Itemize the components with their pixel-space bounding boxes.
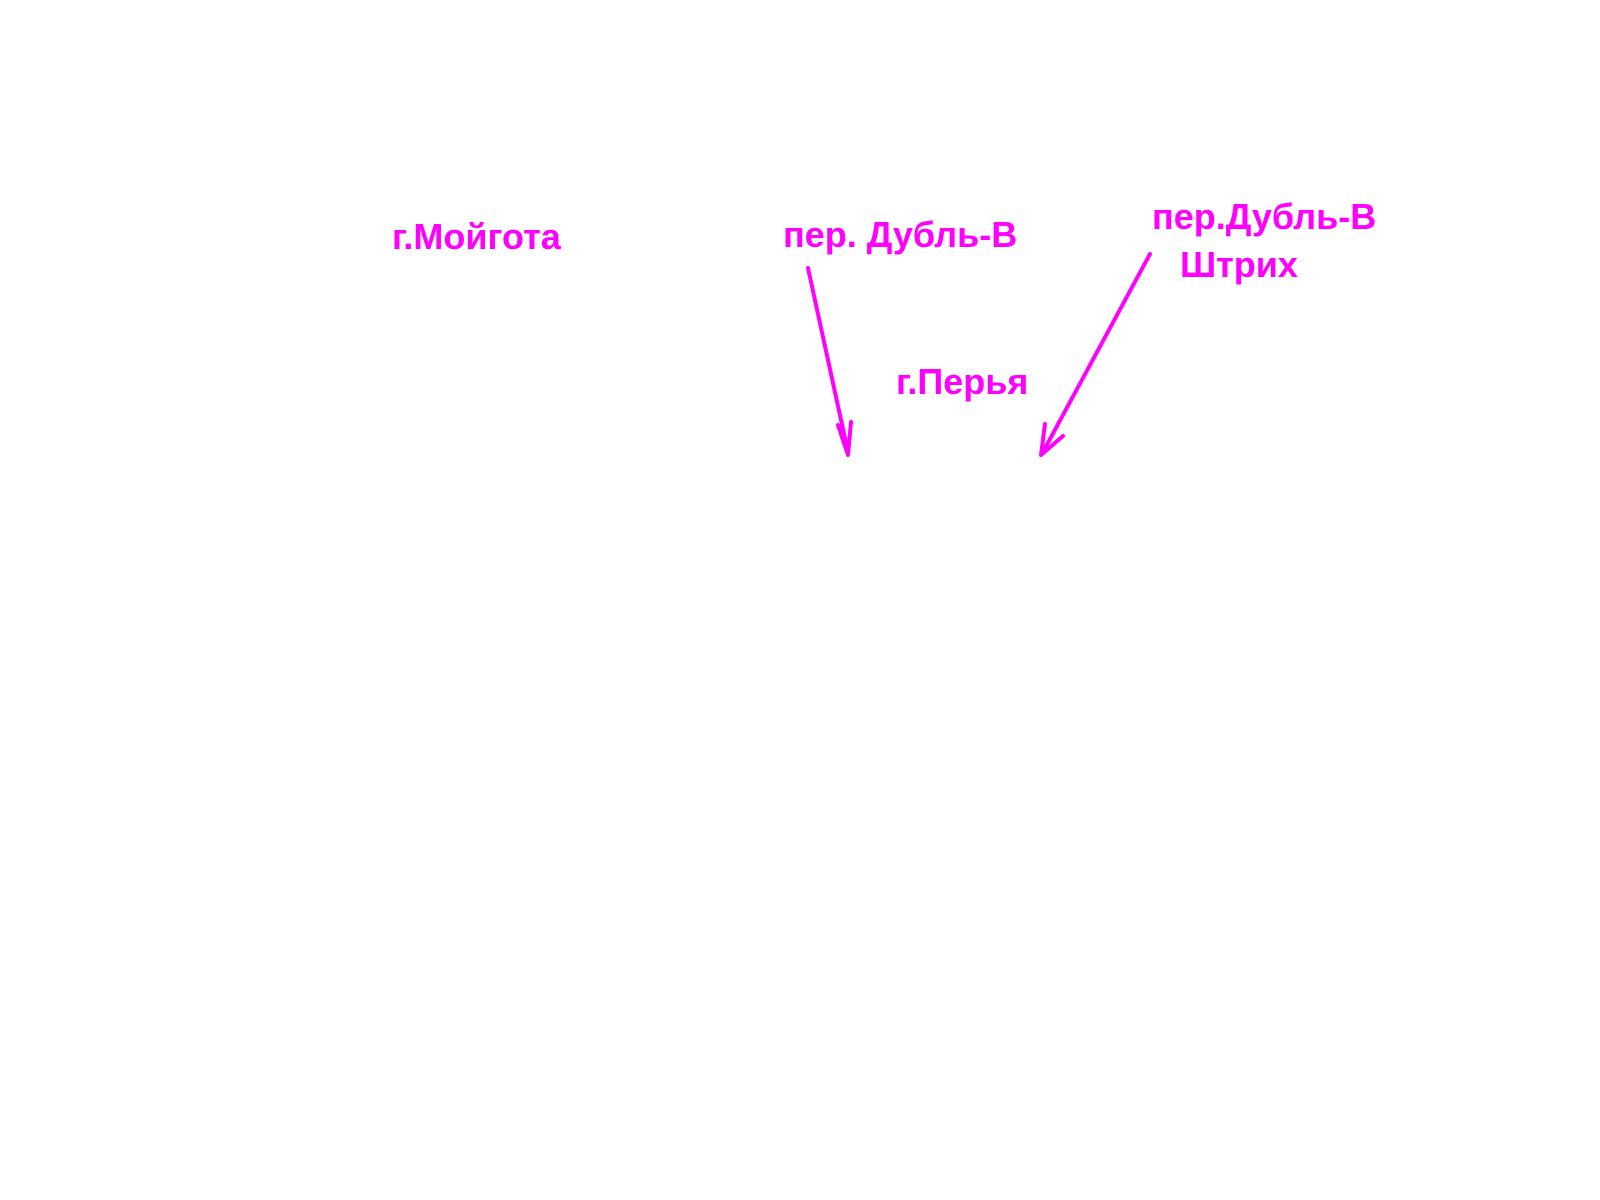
arrow-down-left-icon bbox=[1039, 252, 1152, 457]
label-pass-dubl-v-shtrih: пер.Дубль-В Штрих bbox=[1152, 193, 1376, 289]
label-pass-dubl-v-shtrih-line2: Штрих bbox=[1180, 244, 1298, 285]
arrow-down-icon bbox=[806, 266, 853, 457]
label-perya-peak: г.Перья bbox=[896, 361, 1029, 402]
label-pass-dubl-v-shtrih-line1: пер.Дубль-В bbox=[1152, 196, 1377, 237]
label-moygota-peak: г.Мойгота bbox=[392, 216, 561, 257]
label-pass-dubl-v: пер. Дубль-В bbox=[783, 214, 1018, 255]
